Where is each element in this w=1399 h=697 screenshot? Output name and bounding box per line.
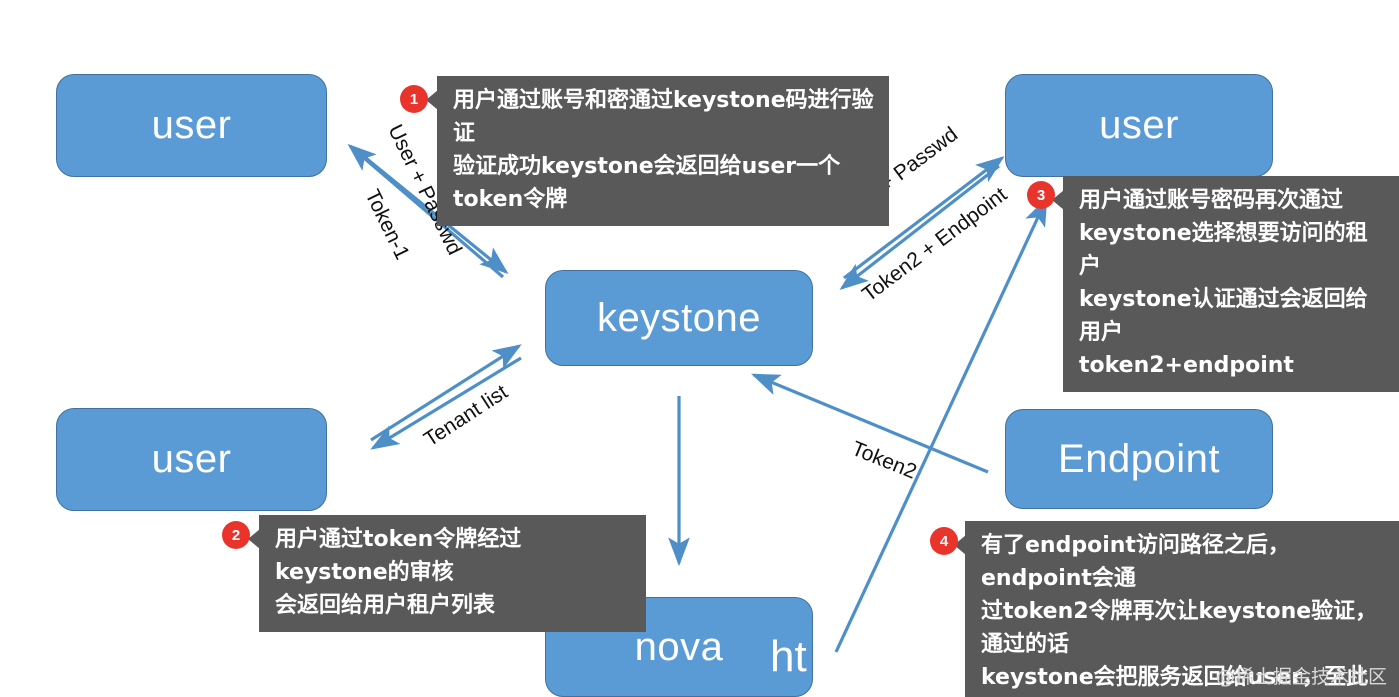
arrow-user-passwd-right [839, 164, 1000, 290]
node-user-bottom-left[interactable]: user [56, 408, 327, 511]
callout-line: 有了endpoint访问路径之后，endpoint会通 [981, 533, 1290, 591]
node-label: user [151, 103, 232, 147]
arrow-tenant-list-down [370, 356, 522, 450]
arrow-token-1 [347, 143, 505, 279]
arrow-user-passwd-left [354, 148, 509, 275]
callout-badge-1: 1 [400, 85, 428, 113]
callout-4: 有了endpoint访问路径之后，endpoint会通 过token2令牌再次让… [954, 521, 1399, 697]
callout-line: 验证成功keystone会返回给user一个token令牌 [453, 154, 841, 212]
arrow-token2-endpoint [843, 156, 1005, 280]
node-label: keystone [596, 295, 762, 340]
callout-line: keystone选择想要访问的租户 [1079, 221, 1368, 279]
callout-line: keystone认证通过会返回给用户 [1079, 287, 1368, 345]
stray-text-ht: ht [770, 632, 807, 681]
node-label: user [1099, 103, 1179, 147]
node-keystone[interactable]: keystone [545, 270, 813, 366]
callout-badge-4: 4 [930, 527, 958, 555]
callout-line: 用户通过token令牌经过keystone的审核 [275, 527, 522, 585]
callout-1: 用户通过账号和密通过keystone码进行验证 验证成功keystone会返回给… [426, 76, 889, 226]
callout-badge-3: 3 [1027, 181, 1055, 209]
callout-2: 用户通过token令牌经过keystone的审核 会返回给用户租户列表 [248, 515, 646, 632]
watermark: @稀土掘金技术社区 [1215, 666, 1387, 688]
node-label: nova [634, 624, 724, 669]
node-user-top-right[interactable]: user [1005, 74, 1273, 177]
callout-line: 用户通过账号密码再次通过 [1079, 188, 1344, 213]
node-user-top-left[interactable]: user [56, 74, 327, 177]
node-endpoint[interactable]: Endpoint [1005, 409, 1273, 509]
callout-3: 用户通过账号密码再次通过 keystone选择想要访问的租户 keystone认… [1052, 176, 1399, 392]
arrow-token2-endpoint-to-keystone [751, 373, 989, 474]
callout-badge-2: 2 [222, 521, 250, 549]
node-label: Endpoint [1058, 436, 1220, 481]
callout-line: token2+endpoint [1079, 353, 1294, 378]
arrow-service-to-user [834, 197, 1048, 653]
callout-line: 用户通过账号和密通过keystone码进行验证 [453, 88, 874, 146]
callout-line: 会返回给用户租户列表 [275, 593, 496, 618]
node-label: user [151, 437, 232, 481]
arrow-tenant-list-up [370, 344, 522, 442]
callout-line: keystone会把服务返回给user，至此完成用户 [981, 665, 1369, 690]
callout-line: 过token2令牌再次让keystone验证，通过的话 [981, 599, 1378, 657]
